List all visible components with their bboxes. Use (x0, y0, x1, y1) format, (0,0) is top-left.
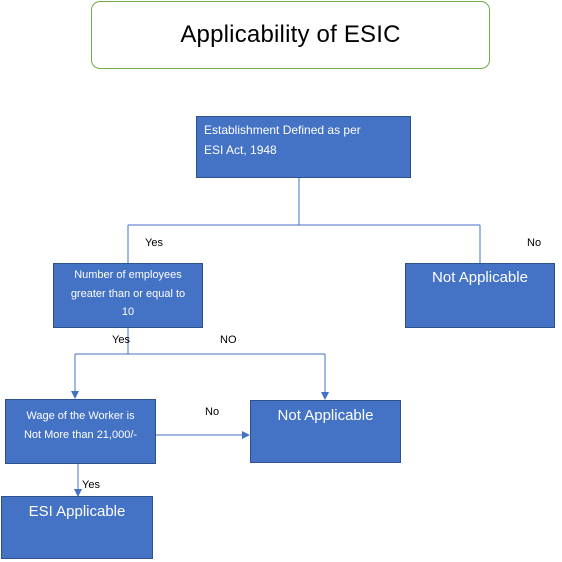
employees-line-1: Number of employees (74, 269, 182, 281)
not-applicable-node-1: Not Applicable (405, 263, 555, 328)
employees-line-2: greater than or equal to (70, 288, 186, 300)
wage-line-2: Not More than 21,000/- (23, 429, 138, 441)
establishment-line-1: Establishment Defined as per (204, 123, 361, 137)
esi-applicable-label: ESI Applicable (28, 503, 126, 520)
edge-label-establishment-yes: Yes (145, 237, 163, 249)
edge-label-wage-no: No (205, 406, 220, 418)
employees-line-3: 10 (121, 306, 135, 318)
not-applicable-2-label: Not Applicable (277, 407, 374, 424)
establishment-node: Establishment Defined as per ESI Act, 19… (196, 116, 411, 178)
esi-applicable-node: ESI Applicable (1, 496, 153, 559)
wage-node: Wage of the Worker is Not More than 21,0… (5, 399, 156, 464)
not-applicable-1-label: Not Applicable (432, 269, 528, 286)
establishment-line-2: ESI Act, 1948 (204, 143, 277, 157)
wage-line-1: Wage of the Worker is (26, 410, 135, 422)
diagram-title: Applicability of ESIC (180, 21, 401, 48)
edge-label-wage-yes: Yes (82, 479, 100, 491)
edge-label-employees-no: NO (220, 334, 237, 346)
employees-node: Number of employees greater than or equa… (53, 263, 203, 328)
edge-label-employees-yes: Yes (112, 334, 130, 346)
title-box: Applicability of ESIC (91, 1, 490, 69)
edge-label-establishment-no: No (527, 237, 542, 249)
not-applicable-node-2: Not Applicable (250, 400, 401, 463)
